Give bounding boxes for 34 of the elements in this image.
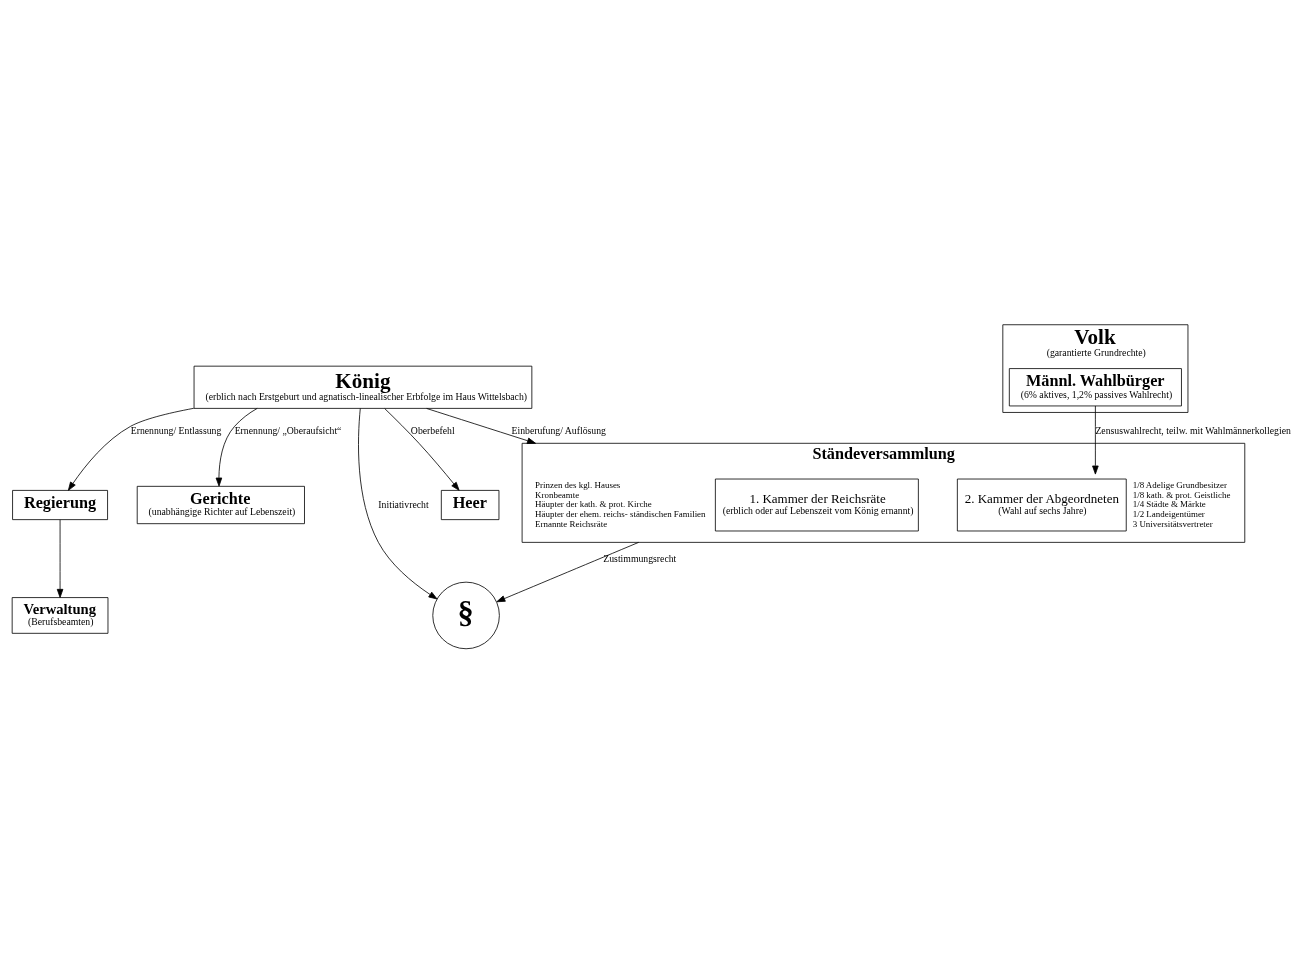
edge-label: Oberbefehl xyxy=(410,424,455,436)
node-box: Gerichte (unabhängige Richter auf Lebenszeit) xyxy=(136,485,305,524)
arrow xyxy=(68,407,195,491)
node-label: Kronbeamte xyxy=(535,489,580,500)
node-label: Häupter der kath. & prot. Kirche xyxy=(535,498,652,509)
edge-label: Ernennung/ „Oberaufsicht“ xyxy=(234,424,342,436)
edge-label: Einberufung/ Auflösung xyxy=(511,424,606,436)
arrow xyxy=(496,541,640,602)
node-label: 1/2 Landeigentümer xyxy=(1132,508,1205,519)
arrow xyxy=(358,407,438,599)
node-label: 1/4 Städte & Märkte xyxy=(1132,498,1206,509)
node-box: Verwaltung (Berufsbeamten) xyxy=(11,596,109,634)
node-box: Regierung xyxy=(12,489,108,520)
arrow xyxy=(215,407,258,487)
node-box: 2. Kammer der Abgeordneten (Wahl auf sechs Jahre) xyxy=(956,478,1127,531)
node-box: Männl. Wahlbürger (6% aktives, 1,2% passives Wahlrecht) xyxy=(1008,367,1182,406)
edge-label: Zensuswahlrecht, teilw. mit Wahlmännerkollegien xyxy=(1095,424,1291,436)
node-label: Häupter der ehem. reichs- ständischen Familien xyxy=(535,508,706,519)
node-label: 1/8 kath. & prot. Geistliche xyxy=(1132,489,1231,500)
arrow xyxy=(426,407,536,444)
edge-label: Zustimmungsrecht xyxy=(603,552,677,564)
node-label: 1/8 Adelige Grundbesitzer xyxy=(1132,479,1227,490)
arrow xyxy=(56,518,64,598)
node-label: Ernannte Reichsräte xyxy=(535,518,608,529)
node-box: Heer xyxy=(440,489,500,520)
arrow xyxy=(1092,405,1099,474)
edge-label: Initiativrecht xyxy=(378,498,429,510)
arrow xyxy=(384,407,460,491)
edge-label: Ernennung/ Entlassung xyxy=(130,424,222,436)
node-box: 1. Kammer der Reichsräte (erblich oder auf Lebenszeit vom König ernannt) xyxy=(714,478,919,531)
node-label: 3 Universitätsvertreter xyxy=(1132,518,1213,529)
node-label: Prinzen des kgl. Hauses xyxy=(535,479,621,490)
node-box: König (erblich nach Erstgeburt und agnatisch-linealischer Erbfolge im Haus Wittelsbach) xyxy=(193,365,533,409)
node-circle: § xyxy=(432,581,500,649)
